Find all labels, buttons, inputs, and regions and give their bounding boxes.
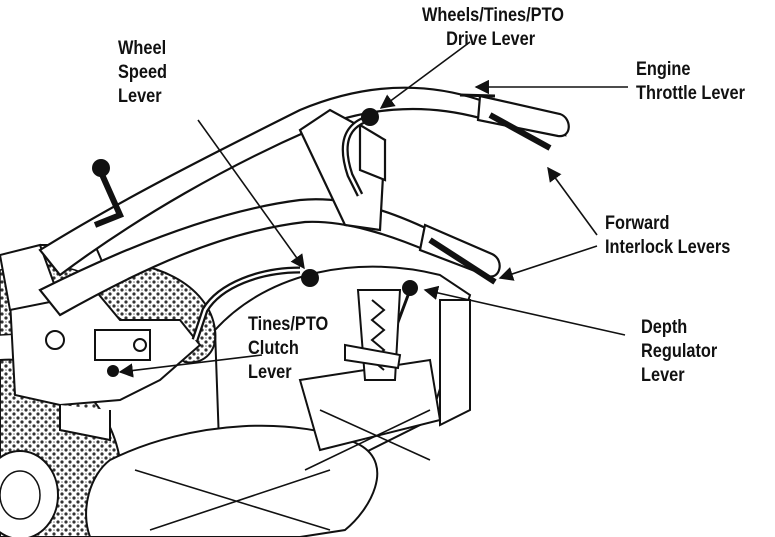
label-line: Regulator (641, 341, 718, 362)
label-line: Lever (118, 86, 162, 107)
wheel-speed-knob (301, 269, 319, 287)
label-interlock: Forward Interlock Levers (605, 212, 730, 260)
drive-lever-leader (379, 41, 471, 109)
label-line: Clutch (248, 338, 299, 359)
label-throttle: Engine Throttle Lever (636, 58, 745, 106)
upper-left-knob (92, 159, 110, 177)
label-drive-lever: Wheels/Tines/PTO Drive Lever (422, 4, 564, 52)
clutch-lever-knob (107, 365, 119, 377)
label-line: Lever (641, 365, 685, 386)
label-line: Wheels/Tines/PTO (422, 5, 564, 26)
label-line: Drive Lever (446, 29, 536, 50)
label-line: Depth (641, 317, 688, 338)
label-line: Interlock Levers (605, 237, 731, 258)
label-line: Forward (605, 213, 670, 234)
label-line: Tines/PTO (248, 314, 329, 335)
label-wheel-speed: Wheel Speed Lever (118, 37, 167, 109)
levers (93, 93, 552, 371)
leader-lines (118, 41, 628, 378)
interlock-leader-lower (498, 245, 598, 281)
depth-regulator-leader (423, 285, 626, 336)
tine-hood (85, 265, 472, 537)
label-depth-regulator: Depth Regulator Lever (641, 316, 717, 388)
drive-lever-knob (361, 108, 379, 126)
label-clutch: Tines/PTO Clutch Lever (248, 313, 328, 385)
label-line: Speed (118, 62, 168, 83)
wheel-speed-leader (197, 119, 305, 270)
label-line: Engine (636, 59, 691, 80)
depth-regulator-bracket (344, 289, 402, 381)
clutch-leader (118, 354, 263, 378)
depth-regulator-knob (402, 280, 418, 296)
label-line: Wheel (118, 38, 167, 59)
label-line: Lever (248, 362, 292, 383)
label-line: Throttle Lever (636, 83, 745, 104)
interlock-leader-upper (547, 166, 598, 236)
